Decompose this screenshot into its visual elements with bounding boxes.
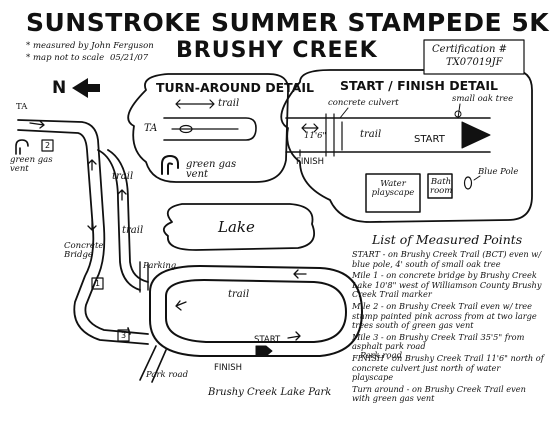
points-entry-mile-1: Mile 1 - on concrete bridge by Brushy Cr… bbox=[352, 270, 542, 300]
park-name-label: Brushy Creek Lake Park bbox=[208, 387, 332, 398]
park-loop bbox=[149, 265, 363, 357]
not-to-scale-note: * map not to scale bbox=[26, 53, 105, 63]
finish-distance-label: 11'6" bbox=[304, 131, 327, 141]
north-arrow-icon bbox=[72, 78, 100, 98]
mile-marker-3: 3 bbox=[121, 331, 127, 340]
points-list: START - on Brushy Creek Trail (BCT) even… bbox=[352, 249, 544, 404]
ta-label: TA bbox=[16, 102, 28, 112]
points-list-title: List of Measured Points bbox=[372, 232, 523, 247]
turnaround-bubble bbox=[127, 73, 290, 183]
mile-marker-2: 2 bbox=[45, 141, 51, 150]
turnaround-ta-label: TA bbox=[144, 123, 158, 134]
loop-start-marker bbox=[255, 345, 273, 357]
measured-by-note: * measured by John Ferguson bbox=[26, 41, 154, 51]
concrete-bridge-label: Concrete Bridge bbox=[64, 241, 104, 260]
main-trail bbox=[17, 119, 149, 345]
concrete-culvert-label: concrete culvert bbox=[328, 98, 399, 108]
lake-label: Lake bbox=[218, 218, 255, 236]
blue-pole-label: Blue Pole bbox=[478, 167, 519, 177]
trail-label-upper: trail bbox=[112, 171, 134, 182]
direction-arrows bbox=[29, 120, 307, 341]
loop-start-label: START bbox=[254, 335, 281, 345]
map-subtitle: BRUSHY CREEK bbox=[176, 38, 378, 63]
small-oak-tree-label: small oak tree bbox=[452, 94, 514, 104]
certification-label: Certification # bbox=[432, 44, 508, 55]
lake-outline bbox=[162, 203, 316, 251]
north-label: N bbox=[52, 78, 67, 98]
green-gas-vent-label: green gas vent bbox=[10, 155, 53, 174]
detail-finish-label: FINISH bbox=[296, 157, 325, 167]
water-playscape-label: Water playscape bbox=[371, 179, 415, 198]
turnaround-detail-title: TURN-AROUND DETAIL bbox=[156, 80, 314, 95]
bathroom-label: Bath room bbox=[430, 177, 453, 196]
mile-marker-1: 1 bbox=[95, 279, 101, 288]
park-road-label-east: Park road bbox=[360, 351, 403, 361]
measure-date: 05/21/07 bbox=[110, 53, 149, 63]
trail-label-middle: trail bbox=[122, 225, 144, 236]
turnaround-trail-label: trail bbox=[218, 98, 240, 109]
turnaround-gas-vent-label: green gas vent bbox=[186, 159, 237, 180]
points-entry-turnaround: Turn around - on Brushy Creek Trail even… bbox=[352, 383, 526, 404]
loop-finish-label: FINISH bbox=[214, 363, 243, 373]
map-title: SUNSTROKE SUMMER STAMPEDE 5K bbox=[26, 8, 550, 37]
points-entry-mile-2: Mile 2 - on Brushy Creek Trail even w/ t… bbox=[352, 300, 537, 331]
points-entry-finish: FINISH - on Brushy Creek Trail 11'6" nor… bbox=[352, 352, 544, 383]
parking-label: Parking bbox=[143, 261, 177, 271]
points-entry-start: START - on Brushy Creek Trail (BCT) even… bbox=[352, 249, 542, 269]
trail-label-loop: trail bbox=[228, 289, 250, 300]
detail-trail-label: trail bbox=[360, 129, 382, 140]
certification-number: TX07019JF bbox=[446, 57, 503, 68]
start-finish-detail-title: START / FINISH DETAIL bbox=[340, 78, 498, 93]
park-road-label: Park road bbox=[146, 370, 189, 380]
certification-box bbox=[423, 39, 525, 75]
points-entry-mile-3: Mile 3 - on Brushy Creek Trail 35'5" fro… bbox=[352, 331, 525, 352]
detail-start-label: START bbox=[414, 134, 445, 145]
